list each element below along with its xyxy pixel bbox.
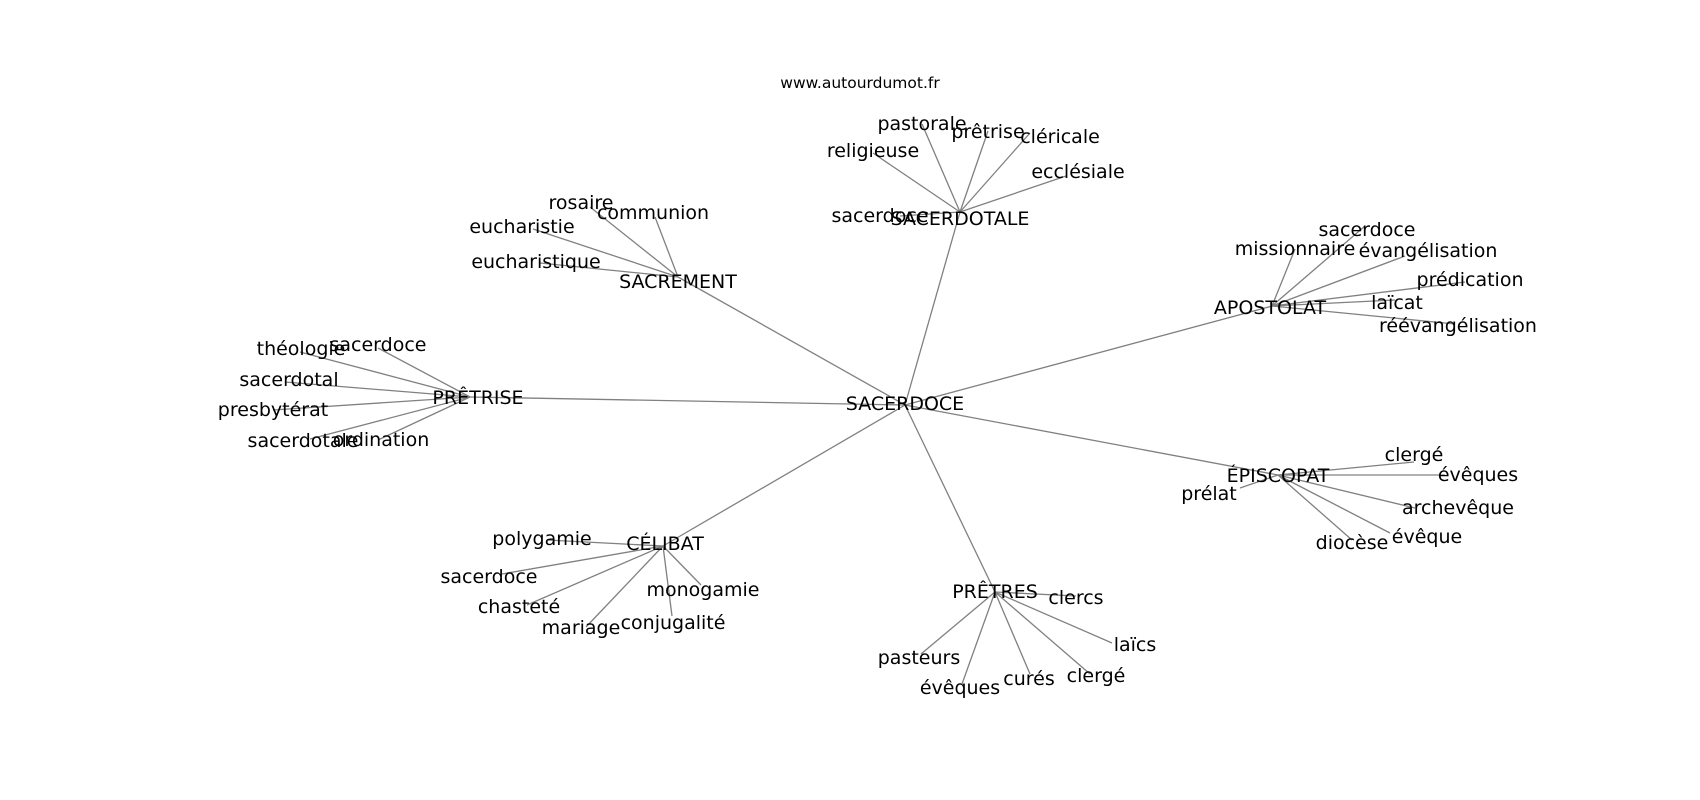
edge-sacerdotale-religieuse xyxy=(872,152,961,213)
leaf-node-sacrement-eucharistique: eucharistique xyxy=(471,251,600,273)
leaf-node-pretrise-sacerdotale: sacerdotale xyxy=(248,430,359,452)
edge-apostolat-missionnaire xyxy=(1271,248,1296,307)
edge-center-pretrise xyxy=(469,396,906,406)
leaf-node-celibat-polygamie: polygamie xyxy=(492,528,591,550)
edge-celibat-sacerdoce xyxy=(501,545,664,575)
hub-node-pretres: PRÊTRES xyxy=(952,580,1038,603)
edge-sacrement-rosaire xyxy=(589,206,679,278)
leaf-node-apostolat-predication: prédication xyxy=(1417,269,1524,291)
leaf-node-pretres-clerge: clergé xyxy=(1067,665,1126,687)
leaf-node-sacerdotale-religieuse: religieuse xyxy=(827,140,919,162)
leaf-node-celibat-conjugalite: conjugalité xyxy=(621,612,726,634)
hub-node-apostolat: APOSTOLAT xyxy=(1214,297,1327,319)
edge-apostolat-evangelisation xyxy=(1271,255,1406,307)
edge-sacrement-communion xyxy=(654,216,679,278)
edge-celibat-polygamie xyxy=(546,539,664,547)
edge-pretrise-sacerdotal xyxy=(284,381,471,398)
leaf-node-sacerdotale-ecclesiale: ecclésiale xyxy=(1031,161,1124,183)
edge-episcopat-prelat xyxy=(1239,474,1279,489)
source-url: www.autourdumot.fr xyxy=(780,74,940,92)
hub-node-sacerdotale: SACERDOTALE xyxy=(891,208,1030,230)
edge-pretres-eveques xyxy=(961,591,996,685)
edge-pretrise-sacerdoce xyxy=(377,347,471,398)
leaf-node-sacrement-communion: communion xyxy=(597,202,709,224)
edge-episcopat-clerge xyxy=(1277,461,1415,476)
leaf-node-celibat-chastete: chasteté xyxy=(478,596,560,618)
leaf-node-episcopat-eveques: évêques xyxy=(1438,464,1518,486)
leaf-node-pretres-laics: laïcs xyxy=(1114,634,1157,656)
edge-pretres-clercs xyxy=(994,591,1077,597)
node-labels: SACERDOCESACERDOTALEreligieusepastoralep… xyxy=(218,113,1537,699)
leaf-node-apostolat-laicat: laïcat xyxy=(1371,292,1423,314)
edge-center-sacerdotale xyxy=(904,211,961,406)
edge-apostolat-sacerdoce xyxy=(1271,225,1366,307)
leaf-node-sacerdotale-sacerdoce: sacerdoce xyxy=(832,205,929,227)
leaf-node-episcopat-diocese: diocèse xyxy=(1316,532,1389,554)
edge-center-pretres xyxy=(904,404,996,593)
edge-sacerdotale-sacerdoce xyxy=(899,211,961,217)
edge-center-celibat xyxy=(662,404,906,547)
center-node-label: SACERDOCE xyxy=(846,393,964,415)
leaf-node-episcopat-prelat: prélat xyxy=(1181,483,1237,505)
edge-pretrise-sacerdotale xyxy=(309,396,471,440)
leaf-node-sacrement-eucharistie: eucharistie xyxy=(469,216,574,238)
edge-celibat-monogamie xyxy=(662,545,702,586)
leaf-node-apostolat-sacerdoce: sacerdoce xyxy=(1319,219,1416,241)
edge-pretres-clerge xyxy=(994,591,1091,675)
edge-sacerdotale-ecclesiale xyxy=(959,175,1067,213)
edge-sacrement-eucharistique xyxy=(539,262,679,278)
hub-node-pretrise: PRÊTRISE xyxy=(432,386,523,409)
edge-sacerdotale-clericale xyxy=(959,132,1031,213)
hub-node-episcopat: ÉPISCOPAT xyxy=(1227,464,1330,487)
edge-apostolat-reevangelisation xyxy=(1271,305,1456,325)
edge-episcopat-eveque xyxy=(1277,474,1391,534)
leaf-node-pretres-cures: curés xyxy=(1003,668,1054,690)
edge-celibat-chastete xyxy=(526,545,664,606)
leaf-node-episcopat-archeveque: archevêque xyxy=(1402,497,1514,519)
edge-episcopat-diocese xyxy=(1277,474,1353,541)
leaf-node-pretrise-theologie: théologie xyxy=(257,338,346,360)
edges xyxy=(272,123,1466,685)
edge-center-apostolat xyxy=(904,305,1273,406)
edge-center-sacrement xyxy=(677,276,906,406)
edge-pretres-laics xyxy=(994,591,1113,644)
leaf-node-pretrise-presbyterat: presbytérat xyxy=(218,399,328,421)
edge-sacerdotale-pastorale xyxy=(921,123,961,213)
edge-celibat-conjugalite xyxy=(662,545,673,617)
edge-pretrise-theologie xyxy=(299,351,471,398)
hub-node-sacrement: SACREMENT xyxy=(619,271,737,293)
leaf-node-apostolat-reevangelisation: réévangélisation xyxy=(1379,315,1537,337)
leaf-node-celibat-sacerdoce: sacerdoce xyxy=(441,566,538,588)
leaf-node-pretrise-sacerdotal: sacerdotal xyxy=(239,369,338,391)
leaf-node-episcopat-clerge: clergé xyxy=(1385,444,1444,466)
edge-pretrise-ordination xyxy=(377,396,471,441)
leaf-node-pretres-clercs: clercs xyxy=(1048,587,1103,609)
edge-sacerdotale-pretrise xyxy=(959,130,989,213)
edge-apostolat-laicat xyxy=(1271,299,1396,307)
leaf-node-pretrise-sacerdoce: sacerdoce xyxy=(330,334,427,356)
hub-node-celibat: CÉLIBAT xyxy=(626,532,704,555)
leaf-node-sacerdotale-pretrise: prêtrise xyxy=(951,121,1024,143)
edge-pretres-cures xyxy=(994,591,1031,675)
leaf-node-celibat-monogamie: monogamie xyxy=(647,579,760,601)
edge-celibat-mariage xyxy=(585,545,664,628)
leaf-node-sacerdotale-clericale: cléricale xyxy=(1020,126,1100,148)
edge-pretrise-presbyterat xyxy=(272,396,471,411)
edge-episcopat-archeveque xyxy=(1277,474,1416,509)
edge-center-episcopat xyxy=(904,404,1279,476)
leaf-node-celibat-mariage: mariage xyxy=(542,617,621,639)
leaf-node-sacerdotale-pastorale: pastorale xyxy=(877,113,966,135)
edge-apostolat-predication xyxy=(1271,281,1466,307)
edge-sacrement-eucharistie xyxy=(532,228,679,278)
leaf-node-pretres-eveques: évêques xyxy=(920,677,1000,699)
leaf-node-sacrement-rosaire: rosaire xyxy=(549,192,614,214)
leaf-node-episcopat-eveque: évêque xyxy=(1392,526,1462,548)
leaf-node-pretres-pasteurs: pasteurs xyxy=(878,647,961,669)
leaf-node-apostolat-missionnaire: missionnaire xyxy=(1235,238,1356,260)
leaf-node-pretrise-ordination: ordination xyxy=(333,429,430,451)
edge-pretres-pasteurs xyxy=(920,591,996,655)
leaf-node-apostolat-evangelisation: évangélisation xyxy=(1359,240,1498,262)
